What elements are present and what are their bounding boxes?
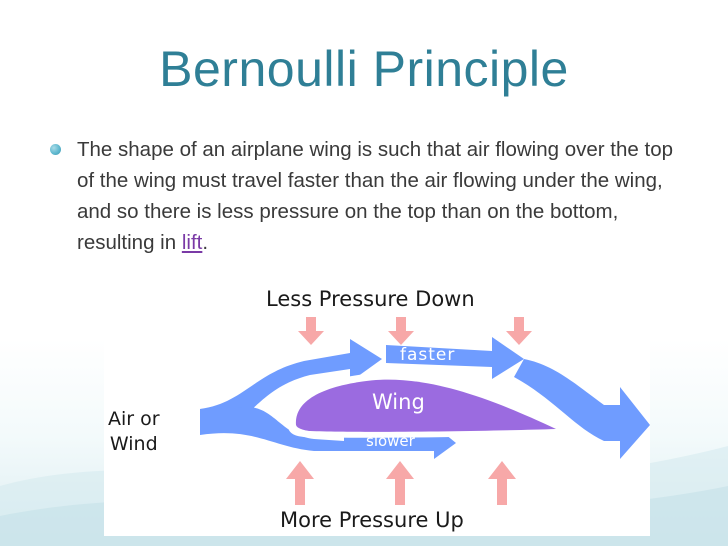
wing-shape: [295, 379, 556, 432]
upper-airflow-arrow: [200, 339, 382, 415]
up-arrow-1: [286, 461, 314, 505]
diagram-graphic: [200, 317, 650, 505]
down-pressure-arrows: [298, 317, 532, 345]
down-arrow-1: [298, 317, 324, 345]
wind-flow-arrow: [200, 406, 344, 451]
down-arrow-2: [388, 317, 414, 345]
bullet-icon: [50, 144, 61, 155]
slide-title: Bernoulli Principle: [159, 41, 569, 97]
air-wind-label: Air or Wind: [108, 407, 160, 457]
less-pressure-label: Less Pressure Down: [266, 287, 475, 311]
top-sweep-flow: [514, 359, 650, 459]
wing-label: Wing: [372, 390, 425, 414]
faster-arrow: [386, 337, 524, 379]
up-arrow-3: [488, 461, 516, 505]
bernoulli-diagram: Less Pressure Down More Pressure Up Air …: [104, 287, 650, 536]
air-wind-label-line1: Air or: [108, 408, 160, 430]
down-arrow-3: [506, 317, 532, 345]
up-arrow-2: [386, 461, 414, 505]
bullet-text-end: .: [202, 231, 209, 254]
more-pressure-label: More Pressure Up: [280, 508, 464, 532]
bullet-text: The shape of an airplane wing is such th…: [77, 134, 677, 258]
up-pressure-arrows: [286, 461, 516, 505]
air-wind-label-line2: Wind: [109, 433, 158, 455]
slower-label: slower: [366, 432, 415, 450]
lift-link[interactable]: lift: [181, 231, 203, 254]
bullet-text-body: The shape of an airplane wing is such th…: [77, 138, 673, 254]
faster-label: faster: [400, 345, 456, 365]
